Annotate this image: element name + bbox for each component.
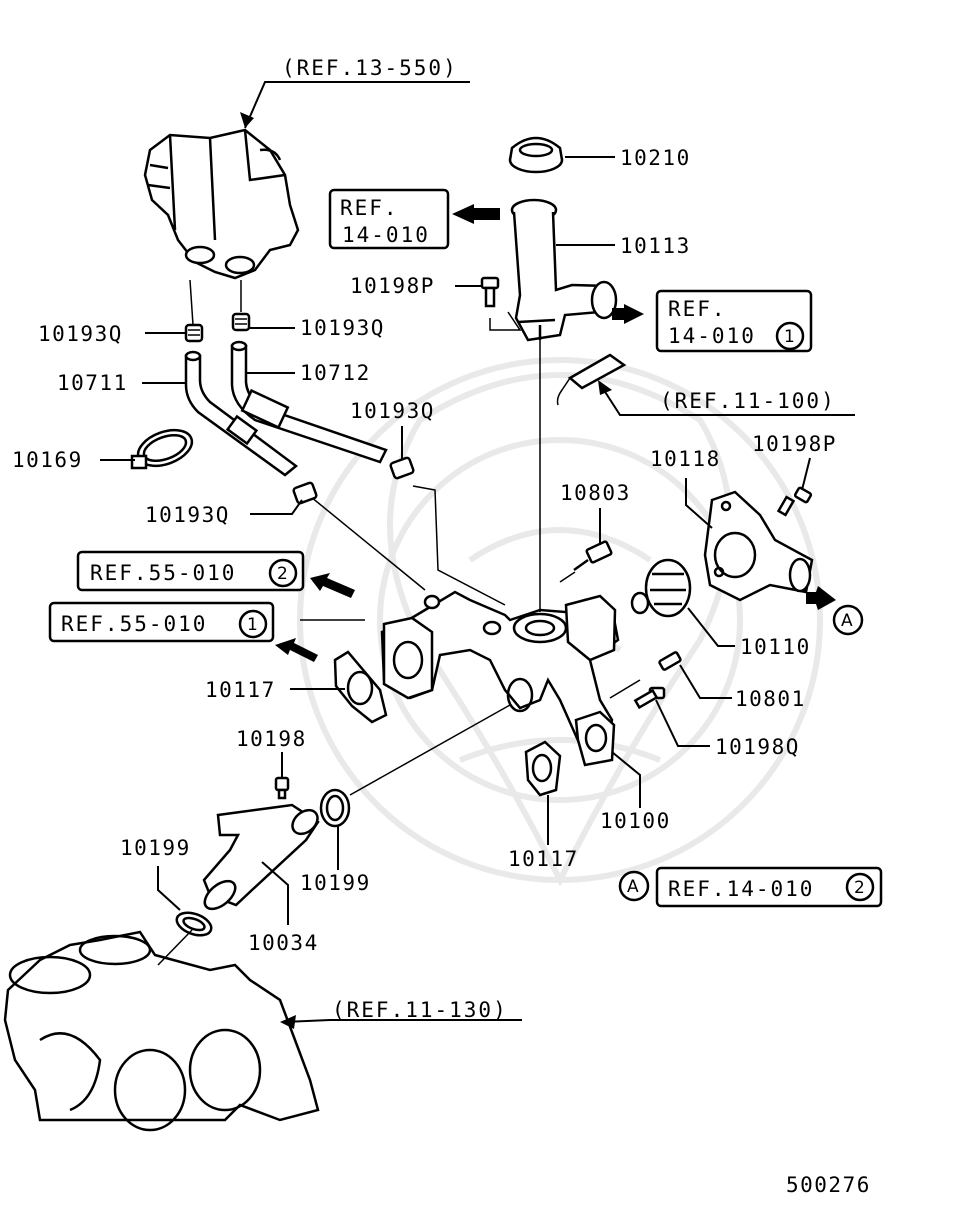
part-10100-label[interactable]: 10100: [600, 809, 671, 833]
part-10210-label[interactable]: 10210: [620, 146, 691, 170]
part-10712-label[interactable]: 10712: [300, 361, 371, 385]
ref-arrows: [275, 204, 836, 662]
marker-a-right: A: [841, 611, 853, 631]
part-10198-label[interactable]: 10198: [236, 727, 307, 751]
part-10117-left-label[interactable]: 10117: [205, 678, 276, 702]
part-10193q-left-label[interactable]: 10193Q: [38, 322, 123, 346]
ref-14-010-box[interactable]: [328, 188, 450, 250]
water-outlet-pipe: [510, 198, 618, 342]
ref-55-010-2-box[interactable]: [76, 550, 305, 592]
radiator-cap: [508, 136, 564, 174]
gasket-10117-left: [333, 650, 388, 724]
marker-a-right-icon: [832, 604, 864, 636]
part-10198p-right-label[interactable]: 10198P: [752, 432, 837, 456]
water-pipe-10034: [175, 788, 351, 937]
bolt-10198q: [633, 686, 666, 710]
part-10198q-label[interactable]: 10198Q: [715, 735, 800, 759]
part-10193q-right-label[interactable]: 10193Q: [300, 316, 385, 340]
ref-14-010-line1: REF.: [340, 196, 399, 220]
ref-11-130-link[interactable]: (REF.11-130): [332, 998, 508, 1022]
part-10169-label[interactable]: 10169: [12, 448, 83, 472]
ref-55-010-1-label: REF.55-010: [61, 612, 207, 636]
part-10118-label[interactable]: 10118: [650, 447, 721, 471]
hose-clamp-10169: [130, 428, 194, 470]
part-10198p-top-label[interactable]: 10198P: [350, 274, 435, 298]
part-10034-label[interactable]: 10034: [248, 931, 319, 955]
throttle-body-assembly: [143, 128, 300, 326]
ref-14-010-1-box[interactable]: [655, 289, 813, 353]
water-hoses: [184, 340, 506, 606]
circle-number-2-icon: [845, 872, 875, 902]
ref-14-010-2-circle-num: 2: [854, 878, 865, 898]
part-10199-left-label[interactable]: 10199: [120, 836, 191, 860]
sensor-10803: [573, 540, 613, 572]
circle-number-2-icon: [268, 558, 298, 588]
part-10199-mid-label[interactable]: 10199: [300, 871, 371, 895]
gasket-10117-bottom: [524, 740, 562, 797]
part-10113-label[interactable]: 10113: [620, 234, 691, 258]
sealant-tube: [556, 353, 627, 406]
circle-number-1-icon: [775, 321, 805, 351]
part-10803-label[interactable]: 10803: [560, 481, 631, 505]
ref-14-010-2-box[interactable]: [655, 866, 883, 908]
part-10110-label[interactable]: 10110: [740, 635, 811, 659]
ref-14-010-line2: 14-010: [342, 223, 430, 247]
marker-a-bottom-icon: [618, 870, 650, 902]
part-10193q-mid-label[interactable]: 10193Q: [350, 399, 435, 423]
thermostat-10110: [630, 558, 692, 618]
leader-lines: [100, 81, 855, 1029]
hose-clamps-lower: [292, 456, 415, 505]
part-10801-label[interactable]: 10801: [735, 687, 806, 711]
part-10117-bottom-label[interactable]: 10117: [508, 847, 579, 871]
circle-number-1-icon: [238, 609, 268, 639]
ref-14-010-1-line2: 14-010: [668, 324, 756, 348]
ref-14-010-1-line1: REF.: [668, 297, 727, 321]
ref-14-010-2-label: REF.14-010: [668, 877, 814, 901]
bolt-10198p-top: [480, 276, 500, 308]
ref-13-550-link[interactable]: (REF.13-550): [282, 56, 458, 80]
bolt-10198: [274, 776, 290, 800]
ref-55-010-2-circle-num: 2: [277, 564, 288, 584]
marker-a-bottom: A: [627, 877, 639, 897]
part-10711-label[interactable]: 10711: [57, 371, 128, 395]
ref-11-100-link[interactable]: (REF.11-100): [660, 389, 836, 413]
ref-55-010-1-box[interactable]: [48, 601, 275, 643]
diagram-id: 500276: [786, 1173, 871, 1197]
ref-14-010-1-circle-num: 1: [784, 327, 795, 347]
ref-55-010-2-label: REF.55-010: [90, 561, 236, 585]
part-10193q-low-label[interactable]: 10193Q: [145, 503, 230, 527]
ref-55-010-1-circle-num: 1: [247, 615, 258, 635]
water-inlet-housing-10100: [380, 590, 620, 767]
cylinder-head: [3, 930, 320, 1132]
sensor-10801: [658, 651, 682, 671]
hose-clamps-upper: [184, 312, 251, 343]
